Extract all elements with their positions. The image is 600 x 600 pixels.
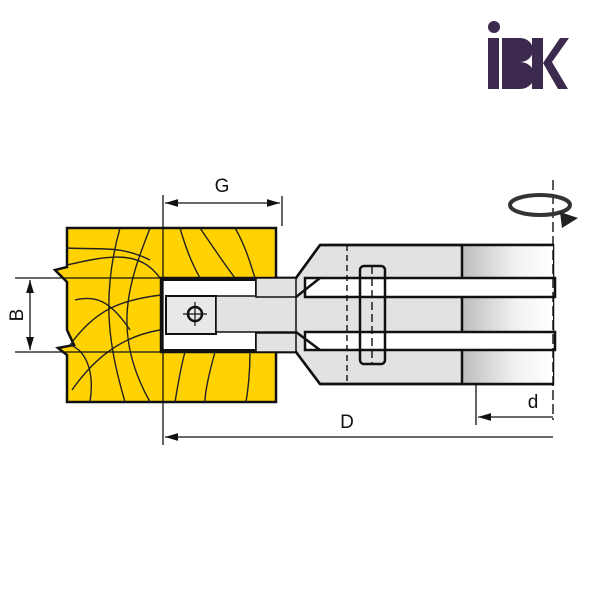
dimension-lines bbox=[15, 195, 553, 445]
workpiece bbox=[52, 226, 278, 404]
dimension-label-b: B bbox=[7, 309, 28, 322]
dimension-label-d-bore: d bbox=[528, 392, 539, 413]
rotation-arrow-icon bbox=[508, 180, 578, 420]
ibk-logo bbox=[488, 21, 569, 89]
dimension-label-d-outer: D bbox=[340, 412, 354, 433]
cutter-tool bbox=[161, 243, 557, 386]
dimension-label-g: G bbox=[215, 176, 230, 197]
